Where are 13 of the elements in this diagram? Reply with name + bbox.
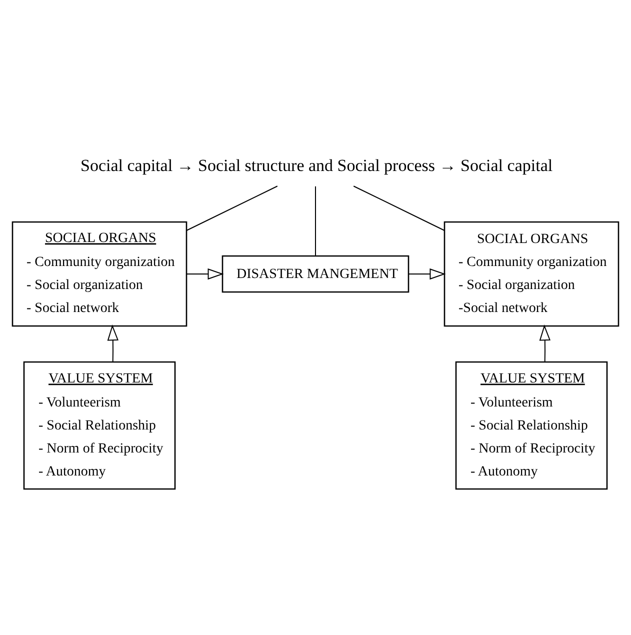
node-text: Social capital → Social structure and Social process → Social capital [80, 156, 553, 175]
node-box: VALUE SYSTEM - Volunteerism - Social Relationship - Norm of Reciprocity - Autonomy [23, 360, 176, 490]
arrow [107, 324, 119, 362]
arrow [186, 268, 224, 280]
connector [186, 185, 278, 230]
arrow [408, 268, 446, 280]
connector [315, 185, 316, 256]
node-box: VALUE SYSTEM - Volunteerism - Social Relationship - Norm of Reciprocity - Autonomy [455, 360, 608, 490]
connector [353, 185, 445, 230]
node-box: SOCIAL ORGANS - Community organization - Social organization - Social network [12, 220, 188, 326]
node-box: DISASTER MANGEMENT [222, 254, 410, 292]
node-box: SOCIAL ORGANS - Community organization - Social organization -Social network [444, 220, 620, 326]
arrow [539, 324, 551, 362]
